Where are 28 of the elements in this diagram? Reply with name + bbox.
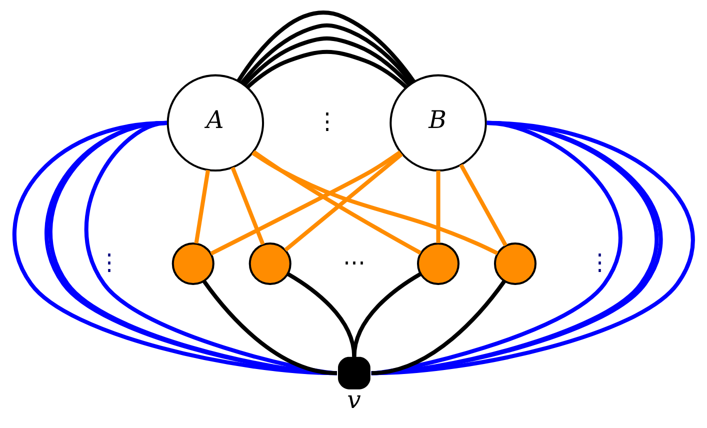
node-circle	[172, 242, 214, 285]
connector	[352, 272, 422, 358]
connector	[284, 152, 404, 252]
node-circle	[248, 242, 292, 285]
node-circle: A	[166, 74, 264, 172]
node-circle	[417, 242, 460, 285]
connector	[459, 164, 508, 246]
label: ⋮	[98, 249, 120, 276]
label: ⋯	[343, 249, 366, 276]
connector	[240, 23, 414, 84]
connector	[252, 150, 422, 255]
connector	[286, 272, 356, 358]
connector	[236, 10, 416, 83]
connector	[436, 170, 440, 244]
connector	[194, 170, 210, 244]
connector	[202, 280, 338, 376]
node-circle: B	[390, 74, 487, 172]
node-circle	[494, 242, 537, 285]
connector	[242, 36, 411, 86]
connector	[252, 151, 498, 256]
label: ⋮	[316, 108, 338, 135]
node-label: v	[347, 384, 361, 414]
label: ⋮	[588, 249, 610, 276]
connector	[371, 280, 506, 376]
connector	[230, 166, 265, 246]
node-circle	[338, 356, 370, 390]
connector	[210, 150, 402, 256]
connector	[246, 50, 408, 89]
